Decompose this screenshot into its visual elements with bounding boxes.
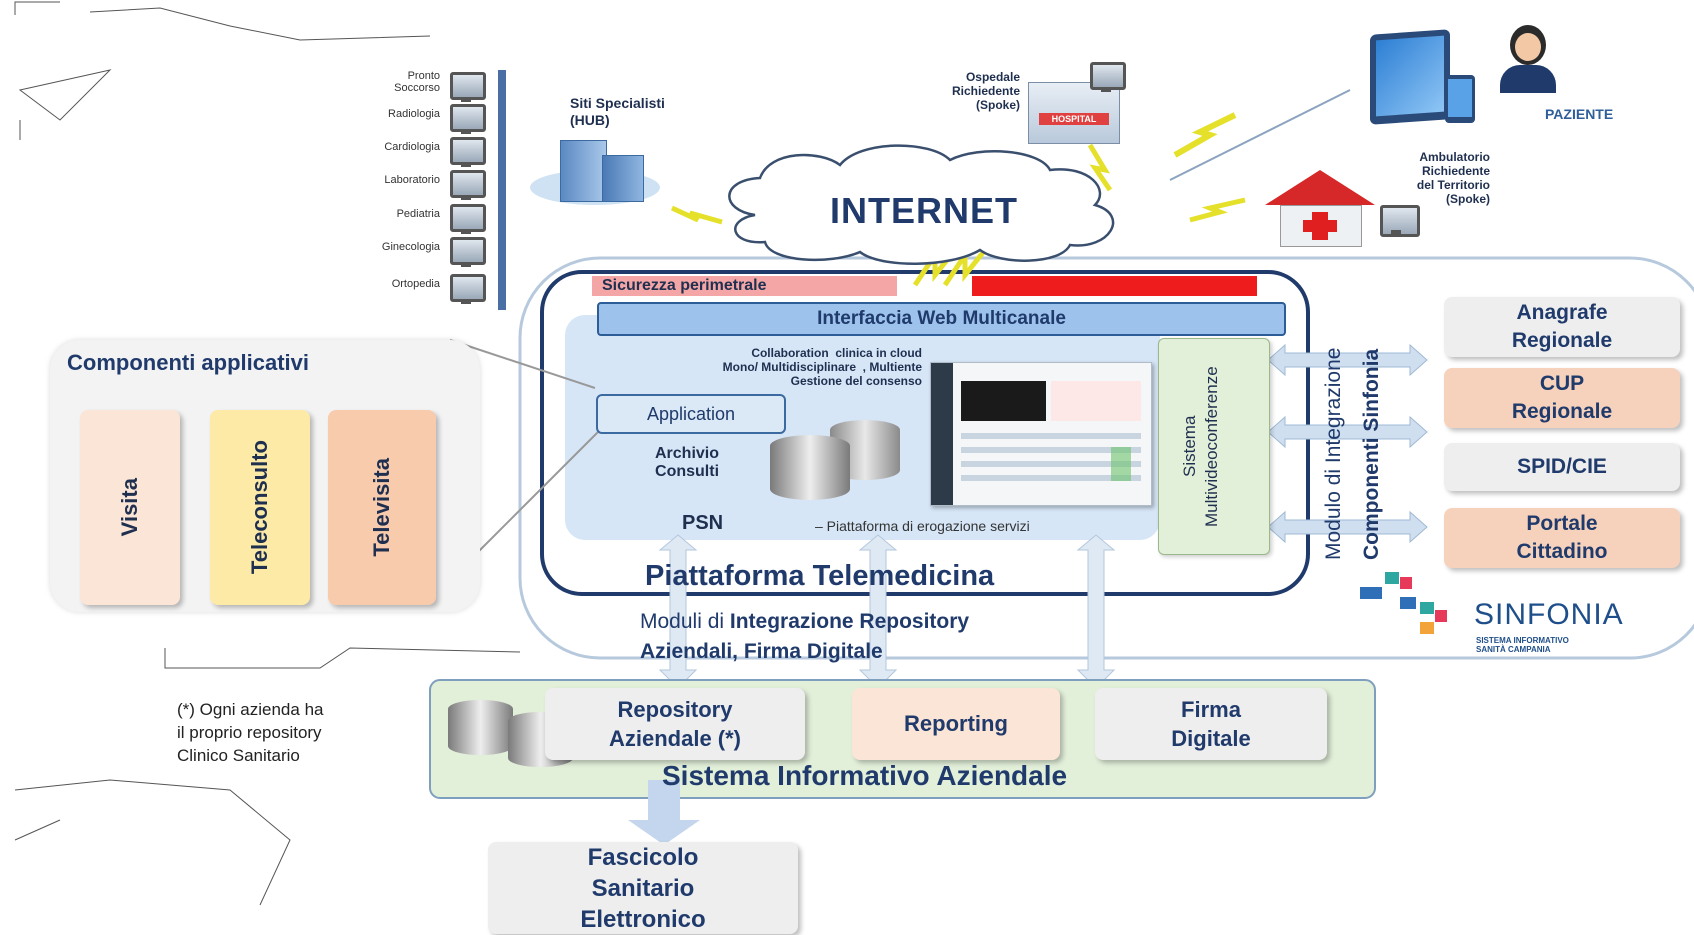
sinfonia-subtitle: SISTEMA INFORMATIVO SANITÀ CAMPANIA [1476,636,1569,654]
department-label: Pronto Soccorso [394,70,440,94]
monitor-icon [450,137,486,167]
company-system-label: Sistema Informativo Aziendale [662,760,1068,791]
phone-icon [1445,75,1475,123]
platform-title: Piattaforma Telemedicina [645,560,995,592]
monitor-icon [450,72,486,102]
security-bar: Sicurezza perimetrale [592,276,897,296]
monitor-icon [450,237,486,267]
component-visita: Visita [80,410,180,605]
building-icon [530,140,660,210]
regional-service-anagrafe: Anagrafe Regionale [1444,297,1680,357]
patient-label: PAZIENTE [1545,106,1614,122]
collaboration-text: Collaboration clinica in cloud Mono/ Mul… [722,346,922,388]
modules-text-line-1: Moduli di Integrazione Repository [640,610,970,633]
tablet-icon [1370,29,1450,125]
component-label: Visita [117,478,142,537]
security-label: Sicurezza perimetrale [602,277,767,294]
monitor-icon [1090,62,1126,92]
multivideo-label: Sistema Multivideoconferenze [1180,366,1221,527]
monitor-icon [450,104,486,134]
sinfonia-name: SINFONIA [1474,598,1624,631]
patient-icon [1500,25,1556,93]
hub-label: Siti Specialisti (HUB) [570,95,665,128]
component-teleconsulto: Teleconsulto [210,410,310,605]
department-label: Cardiologia [384,141,440,153]
modules-text-line-2: Aziendali, Firma Digitale [640,640,883,663]
internet-label: INTERNET [830,190,1018,231]
components-panel: Componenti applicativi Visita Teleconsul… [50,340,480,612]
ambulatorio-label: Ambulatorio Richiedente del Territorio (… [1416,150,1490,206]
web-interface-bar: Interfaccia Web Multicanale [597,302,1286,336]
psn-label: PSN [682,512,724,534]
security-bar-red [972,276,1257,296]
module-firma-digitale: Firma Digitale [1095,688,1327,760]
monitor-icon [1380,205,1420,237]
integration-module-label-2: Componenti Sinfonia [1360,348,1383,560]
application-box: Application [596,394,786,434]
database-icon [770,420,920,500]
department-label: Pediatria [396,208,440,220]
department-label: Radiologia [388,108,440,120]
monitor-icon [450,274,486,304]
footnote: (*) Ogni azienda ha il proprio repositor… [177,700,324,765]
hospital-label: Ospedale Richiedente (Spoke) [951,70,1020,112]
module-reporting: Reporting [852,688,1060,760]
app-screenshot-thumbnail [930,362,1152,506]
regional-service-spid: SPID/CIE [1444,443,1680,491]
hospital-sign: HOSPITAL [1039,113,1109,125]
monitor-icon [450,204,486,234]
component-label: Televisita [369,458,394,557]
component-label: Teleconsulto [247,440,272,575]
department-label: Laboratorio [384,174,440,186]
hospital-icon: HOSPITAL [1028,82,1120,144]
department-label: Ortopedia [391,278,440,290]
regional-service-portale: Portale Cittadino [1444,508,1680,568]
department-label: Ginecologia [381,241,440,253]
fse-box: Fascicolo Sanitario Elettronico [488,842,798,934]
components-title: Componenti applicativi [67,350,310,375]
module-repository: Repository Aziendale (*) [545,688,805,760]
psn-description: – Piattaforma di erogazione servizi [815,518,1030,534]
regional-service-cup: CUP Regionale [1444,368,1680,428]
sinfonia-logo-icon [1360,572,1450,642]
clinic-icon [1265,170,1375,247]
archivio-label: Archivio Consulti [655,445,720,480]
monitor-icon [450,170,486,200]
component-televisita: Televisita [328,410,436,605]
multivideo-box: Sistema Multivideoconferenze [1158,338,1270,555]
integration-module-label-1: Modulo di Integrazione [1322,347,1345,561]
